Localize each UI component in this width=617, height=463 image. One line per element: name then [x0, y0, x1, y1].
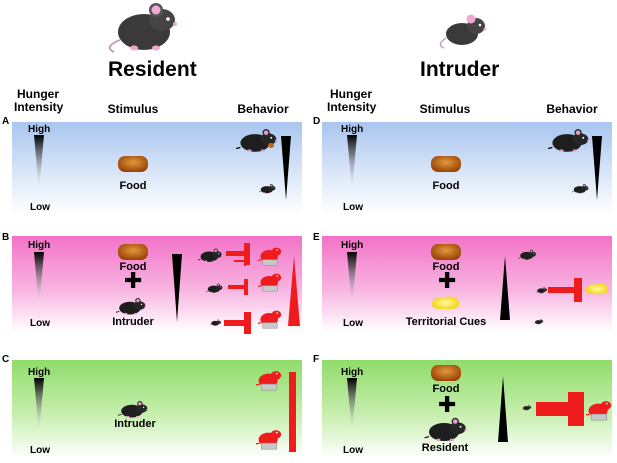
mouse-icon [256, 363, 282, 393]
left-behavior-header: Behavior [237, 102, 289, 116]
panel-a-letter: A [2, 116, 10, 127]
mouse-icon [118, 398, 150, 420]
mouse-icon [236, 124, 280, 156]
panel-e [322, 236, 612, 332]
panel-d-stim-food: Food [432, 180, 460, 192]
territorial-cue-icon [585, 283, 609, 295]
panel-c-low: Low [30, 445, 50, 456]
wedge-icon [498, 376, 508, 442]
panel-e-letter: E [313, 232, 320, 243]
wedge-icon [288, 256, 300, 326]
panel-a-high: High [28, 124, 51, 135]
panel-e-low: Low [343, 318, 363, 329]
mouse-icon [534, 318, 544, 325]
mouse-icon [258, 268, 282, 292]
mouse-icon [206, 282, 224, 294]
food-pellet-icon [268, 143, 274, 148]
plus-icon: ✚ [124, 268, 143, 293]
panel-c-high: High [28, 367, 51, 378]
wedge-icon [281, 136, 291, 200]
mouse-icon [256, 422, 282, 452]
right-stimulus-header: Stimulus [419, 102, 471, 116]
mouse-icon [116, 295, 148, 317]
inhibition-arrow-icon [548, 278, 582, 302]
hunger-gradient-icon [34, 378, 44, 434]
panel-d-low: Low [343, 202, 363, 213]
left-stimulus-header: Stimulus [107, 102, 159, 116]
food-pellet-icon [431, 156, 461, 172]
panel-e-stim-cues: Territorial Cues [405, 316, 487, 328]
mouse-icon [572, 182, 590, 195]
left-hunger-header: Hunger Intensity [14, 87, 64, 114]
panel-f-high: High [341, 367, 364, 378]
hunger-gradient-icon [347, 378, 357, 434]
mouse-icon [536, 286, 548, 294]
hunger-gradient-icon [34, 135, 44, 191]
panel-f-low: Low [343, 445, 363, 456]
resident-mouse-illustration [108, 3, 177, 53]
inhibition-arrow-icon [228, 279, 248, 295]
food-pellet-icon [431, 365, 461, 381]
plus-icon: ✚ [438, 392, 457, 417]
inhibition-arrow-icon [224, 312, 251, 334]
panel-d-high: High [341, 124, 364, 135]
panel-a-stim-food: Food [119, 180, 147, 192]
hunger-gradient-icon [34, 252, 44, 308]
wedge-icon [289, 372, 296, 452]
food-pellet-icon [431, 244, 461, 260]
panel-e-stim-food: Food [432, 261, 460, 273]
inhibition-arrow-icon [226, 243, 250, 265]
mouse-icon [522, 404, 532, 411]
inhibition-arrow-icon [536, 392, 584, 426]
food-pellet-icon [118, 156, 148, 172]
panel-f-stim-food: Food [432, 383, 460, 395]
panel-b-low: Low [30, 318, 50, 329]
right-behavior-header: Behavior [546, 102, 598, 116]
panel-c-letter: C [2, 354, 10, 365]
panel-e-high: High [341, 240, 364, 251]
panel-f-letter: F [313, 354, 320, 365]
mouse-icon [258, 302, 282, 332]
mouse-icon [424, 414, 470, 444]
panel-c-stim-intruder: Intruder [114, 418, 156, 430]
hunger-gradient-icon [347, 252, 357, 308]
right-hunger-header: Hunger Intensity [327, 87, 377, 114]
mouse-icon [548, 124, 592, 156]
mouse-icon [198, 246, 224, 264]
inhibition-arrow-icon [234, 256, 246, 266]
mouse-icon [258, 242, 282, 266]
panel-c [12, 360, 302, 458]
wedge-icon [172, 254, 182, 322]
panel-b-letter: B [2, 232, 10, 243]
food-pellet-icon [118, 244, 148, 260]
panel-d-letter: D [313, 116, 321, 127]
territorial-cue-icon [431, 296, 460, 310]
panel-f-stim-resident: Resident [421, 442, 469, 454]
panel-b-stim-food: Food [119, 261, 147, 273]
mouse-icon [586, 392, 612, 424]
resident-title: Resident [108, 58, 197, 81]
wedge-icon [592, 136, 602, 200]
mouse-icon [210, 318, 222, 327]
wedge-icon [500, 256, 510, 320]
intruder-mouse-illustration [439, 14, 487, 49]
hunger-gradient-icon [347, 135, 357, 191]
panel-b-stim-intruder: Intruder [112, 316, 154, 328]
panel-b-high: High [28, 240, 51, 251]
mouse-icon [259, 182, 277, 195]
plus-icon: ✚ [438, 268, 457, 293]
panel-b [12, 236, 302, 332]
mouse-icon [518, 248, 538, 261]
panel-a-low: Low [30, 202, 50, 213]
intruder-title: Intruder [420, 58, 500, 81]
